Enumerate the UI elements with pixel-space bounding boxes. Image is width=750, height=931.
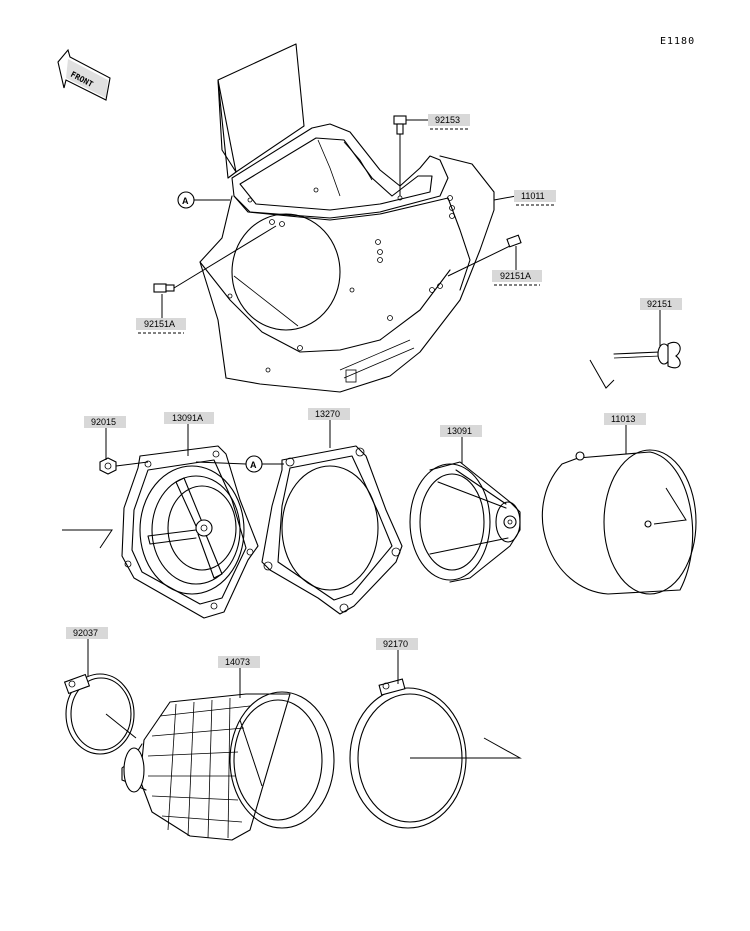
filter-element-11013[interactable]: [541, 449, 697, 595]
wing-bolt-92151-icon[interactable]: [589, 341, 681, 389]
part-label-92015[interactable]: 92015: [84, 416, 126, 428]
part-label-92151[interactable]: 92151: [640, 298, 682, 310]
part-label-92151a-left[interactable]: 92151A: [136, 318, 186, 334]
duct-14073[interactable]: [121, 691, 335, 841]
svg-text:A: A: [250, 460, 257, 470]
part-label-13091a[interactable]: 13091A: [164, 412, 214, 424]
front-arrow-icon: FRONT: [57, 48, 111, 101]
svg-text:13091A: 13091A: [172, 413, 203, 423]
svg-text:92153: 92153: [435, 115, 460, 125]
air-box-housing[interactable]: [199, 43, 495, 393]
svg-text:92151: 92151: [647, 299, 672, 309]
clamp-92037[interactable]: [63, 673, 137, 755]
filter-cage-13091[interactable]: [409, 461, 521, 583]
part-label-92153[interactable]: 92153: [428, 114, 470, 130]
svg-text:11013: 11013: [611, 414, 635, 424]
svg-text:13270: 13270: [315, 409, 340, 419]
svg-text:92037: 92037: [73, 628, 98, 638]
gasket-13270[interactable]: [261, 445, 403, 615]
frame-13091a[interactable]: [121, 445, 259, 619]
part-label-92170[interactable]: 92170: [376, 638, 418, 650]
svg-text:13091: 13091: [447, 426, 472, 436]
ref-marker-a-top: A: [177, 191, 230, 209]
svg-text:92015: 92015: [91, 417, 116, 427]
part-label-13270[interactable]: 13270: [308, 408, 350, 420]
part-label-14073[interactable]: 14073: [218, 656, 260, 668]
clamp-92170[interactable]: [349, 678, 522, 829]
svg-text:92151A: 92151A: [144, 319, 175, 329]
part-label-11013[interactable]: 11013: [604, 413, 646, 425]
nut-92015-icon[interactable]: [99, 457, 149, 475]
part-label-11011[interactable]: 11011: [514, 190, 556, 206]
svg-text:11011: 11011: [521, 191, 545, 201]
diagram-code: E1180: [660, 36, 696, 47]
ref-marker-a-mid: A: [195, 455, 284, 473]
part-label-13091[interactable]: 13091: [440, 425, 482, 437]
part-label-92151a-right[interactable]: 92151A: [492, 270, 542, 286]
svg-text:A: A: [182, 196, 189, 206]
screw-92153-icon[interactable]: [393, 115, 407, 196]
svg-text:92170: 92170: [383, 639, 408, 649]
part-label-92037[interactable]: 92037: [66, 627, 108, 639]
bolt-92151a-left-icon[interactable]: [153, 225, 277, 293]
bolt-92151a-right-icon[interactable]: [447, 234, 522, 277]
svg-text:14073: 14073: [225, 657, 250, 667]
svg-text:92151A: 92151A: [500, 271, 531, 281]
